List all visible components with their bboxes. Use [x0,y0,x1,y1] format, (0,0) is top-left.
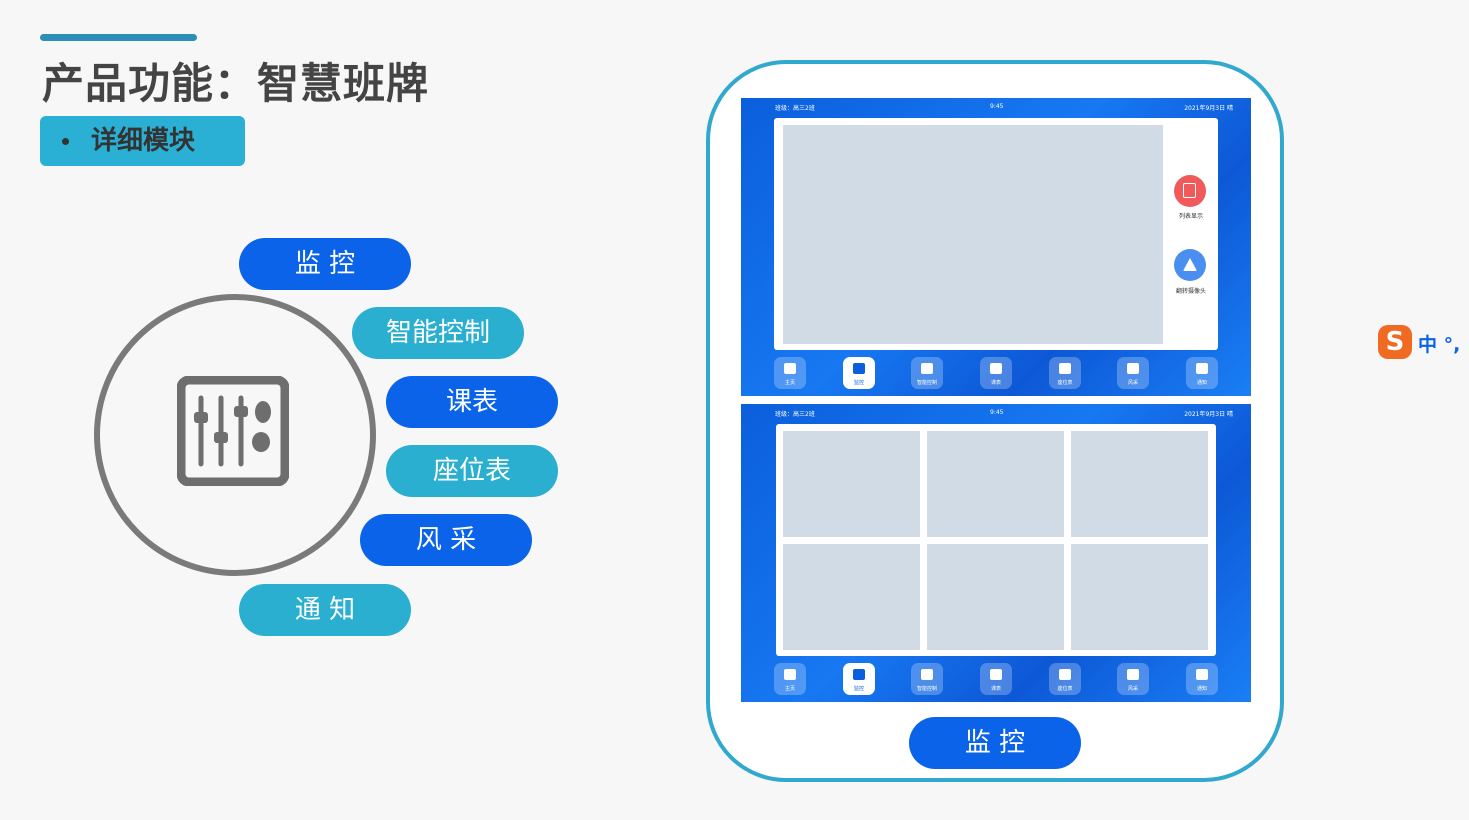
calendar-icon [990,363,1002,374]
clock: 9:45 [990,103,1004,110]
module-pill-seating[interactable]: 座位表 [386,445,558,497]
module-hub-circle [94,294,376,576]
nav-monitor[interactable]: 监控 [843,663,875,695]
seat-icon [1059,363,1071,374]
class-name: 班级：高三2班 [775,105,815,112]
nav-notice[interactable]: 通知 [1186,357,1218,389]
date-weather: 2021年9月3日 晴 [1184,411,1233,418]
list-view-button[interactable] [1174,175,1206,207]
module-pill-notice[interactable]: 通 知 [239,584,411,636]
bottom-nav: 主页 监控 智能控制 课表 座位表 风采 通知 [741,663,1251,699]
list-icon [1183,183,1196,198]
nav-smart-control[interactable]: 智能控制 [911,357,943,389]
video-cell[interactable] [1071,431,1208,537]
calendar-icon [990,669,1002,680]
module-pill-smart-control[interactable]: 智能控制 [352,307,524,359]
bullet-icon [62,138,69,145]
mixer-icon [177,376,289,486]
flip-camera-label: 翻转摄像头 [1175,288,1206,295]
video-cell[interactable] [783,544,920,650]
status-bar: 班级：高三2班 9:45 2021年9月3日 晴 [741,409,1251,419]
camera-icon [853,669,865,680]
device-caption-monitor[interactable]: 监 控 [909,717,1081,769]
video-panel: 列表显示 翻转摄像头 [774,118,1218,350]
flip-camera-button[interactable] [1174,249,1206,281]
hand-icon [921,363,933,374]
nav-smart-control[interactable]: 智能控制 [911,663,943,695]
nav-showcase[interactable]: 风采 [1117,663,1149,695]
home-icon [784,363,796,374]
bell-icon [1196,669,1208,680]
seat-icon [1059,669,1071,680]
video-cell[interactable] [927,431,1064,537]
camera-icon [853,363,865,374]
sogou-logo-icon: S [1378,325,1412,359]
ime-indicator[interactable]: S 中 °, [1378,325,1469,359]
list-view-label: 列表显示 [1178,213,1203,220]
nav-seating[interactable]: 座位表 [1049,357,1081,389]
nav-showcase[interactable]: 风采 [1117,357,1149,389]
screen-monitor-single: 班级：高三2班 9:45 2021年9月3日 晴 列表显示 翻转摄像头 主页 监… [741,98,1251,396]
page-title: 产品功能：智慧班牌 [42,59,430,108]
ime-mode: 中 °, [1418,334,1461,356]
class-name: 班级：高三2班 [775,411,815,418]
video-feed[interactable] [783,125,1163,344]
home-icon [784,669,796,680]
bell-icon [1196,363,1208,374]
module-pill-monitor[interactable]: 监 控 [239,238,411,290]
video-cell[interactable] [927,544,1064,650]
bottom-nav: 主页 监控 智能控制 课表 座位表 风采 通知 [741,357,1251,393]
status-bar: 班级：高三2班 9:45 2021年9月3日 晴 [741,103,1251,113]
nav-seating[interactable]: 座位表 [1049,663,1081,695]
module-pill-showcase[interactable]: 风 采 [360,514,532,566]
flip-camera-icon [1183,258,1197,271]
nav-monitor[interactable]: 监控 [843,357,875,389]
subtitle-text: 详细模块 [91,126,196,156]
gear-icon [1127,669,1139,680]
nav-timetable[interactable]: 课表 [980,357,1012,389]
nav-notice[interactable]: 通知 [1186,663,1218,695]
clock: 9:45 [990,409,1004,416]
gear-icon [1127,363,1139,374]
video-cell[interactable] [783,431,920,537]
module-pill-timetable[interactable]: 课表 [386,376,558,428]
title-accent-bar [40,34,197,41]
subtitle-badge: 详细模块 [40,116,245,166]
nav-home[interactable]: 主页 [774,663,806,695]
hand-icon [921,669,933,680]
screen-monitor-grid: 班级：高三2班 9:45 2021年9月3日 晴 主页 监控 智能控制 课表 座… [741,404,1251,702]
nav-timetable[interactable]: 课表 [980,663,1012,695]
video-grid [776,424,1216,656]
nav-home[interactable]: 主页 [774,357,806,389]
video-cell[interactable] [1071,544,1208,650]
date-weather: 2021年9月3日 晴 [1184,105,1233,112]
